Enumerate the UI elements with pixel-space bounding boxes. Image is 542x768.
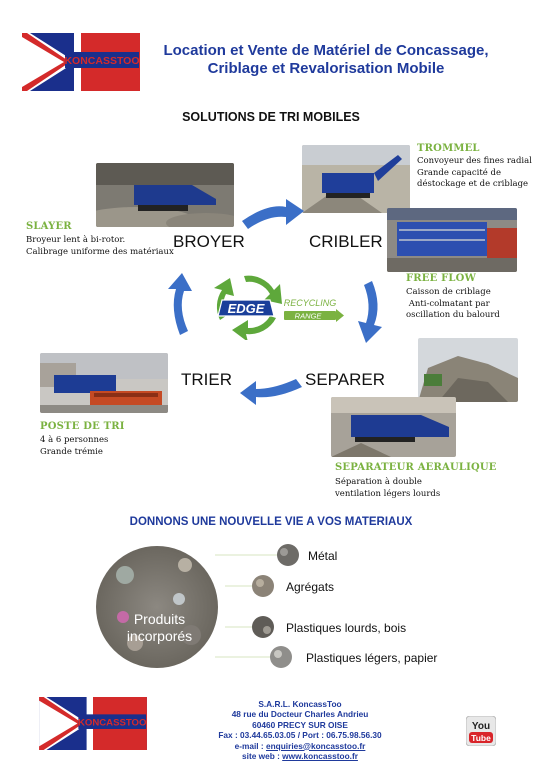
footer-city: 60460 PRECY SUR OISE [252, 719, 348, 730]
footer-email-label: e-mail : [234, 740, 266, 751]
footer-email-link[interactable]: enquiries@koncasstoo.fr [265, 740, 366, 751]
trommel-line1: Convoyeur des fines radial [417, 156, 532, 166]
poste-de-tri-caption: POSTE DE TRI 4 à 6 personnes Grande trém… [40, 421, 125, 458]
materials-center-line2: incorporés [126, 628, 193, 644]
materials-circle [96, 546, 218, 668]
edge-logo-sub2: RANGE [295, 312, 323, 321]
stage-trier: TRIER [181, 370, 232, 389]
page-subtitle: SOLUTIONS DE TRI MOBILES [182, 110, 360, 124]
footer-company: S.A.R.L. KoncassToo [258, 699, 342, 709]
header-title-line1: Location et Vente de Matériel de Concass… [163, 42, 489, 59]
footer-web-row: site web : www.koncasstoo.fr [180, 751, 420, 761]
edge-logo-sub1: RECYCLING [284, 298, 337, 308]
edge-logo-main: EDGE [228, 301, 265, 316]
stage-cribler: CRIBLER [309, 232, 383, 251]
metal-swatch [277, 544, 299, 566]
footer-web-label: site web : [242, 751, 283, 762]
slayer-title: SLAYER [26, 221, 72, 232]
separateur-title: SEPARATEUR AERAULIQUE [335, 462, 497, 473]
separateur-photo-top [418, 338, 518, 402]
free-flow-line3: oscillation du balourd [406, 310, 500, 320]
trommel-photo [302, 145, 410, 213]
footer-logo: KONCASSTOO [38, 697, 148, 750]
materials-center-label: Produits incorporés [102, 611, 217, 645]
free-flow-title: FREE FLOW [406, 273, 477, 284]
youtube-you: You [472, 721, 490, 732]
separateur-line1: Séparation à double [335, 477, 422, 487]
stage-separer: SEPARER [305, 370, 385, 389]
arrow-broyer-to-cribler [242, 199, 304, 229]
slayer-caption: SLAYER Broyeur lent à bi-rotor. Calibrag… [26, 221, 174, 258]
free-flow-line2: Anti-colmatant par [406, 298, 490, 309]
trommel-title: TROMMEL [417, 143, 480, 154]
poste-de-tri-line2: Grande trémie [40, 446, 103, 457]
trommel-line2: Grande capacité de [417, 167, 502, 178]
footer-web-link[interactable]: www.koncasstoo.fr [282, 751, 358, 762]
stage-broyer: BROYER [173, 232, 245, 251]
materials-graphic [96, 544, 299, 668]
trommel-line3: déstockage et de criblage [417, 179, 529, 189]
materials-heading: DONNONS UNE NOUVELLE VIE A VOS MATERIAUX [129, 516, 413, 528]
material-agregats: Agrégats [286, 580, 335, 594]
arrow-cribler-to-separer [358, 281, 382, 343]
slayer-photo [96, 163, 234, 227]
slayer-line2: Calibrage uniforme des matériaux [26, 246, 174, 257]
poste-de-tri-title: POSTE DE TRI [40, 421, 125, 432]
header-title: Location et Vente de Matériel de Concass… [146, 42, 506, 78]
header-title-line2: Criblage et Revalorisation Mobile [207, 60, 445, 77]
youtube-tube: Tube [471, 733, 491, 743]
footer-contact: S.A.R.L. KoncassToo 48 rue du Docteur Ch… [180, 699, 420, 761]
footer-logo-text: KONCASSTOO [78, 717, 147, 728]
material-plastiques-legers: Plastiques légers, papier [306, 651, 438, 665]
arrow-separer-to-trier [240, 379, 302, 405]
slayer-line1: Broyeur lent à bi-rotor. [26, 235, 126, 245]
brand-logo-text: KONCASSTOO [64, 55, 139, 67]
brand-logo: KONCASSTOO [22, 33, 140, 91]
free-flow-caption: FREE FLOW Caisson de criblage Anti-colma… [406, 273, 500, 322]
free-flow-line1: Caisson de criblage [406, 287, 491, 297]
material-metal: Métal [308, 549, 338, 563]
materials-center-line1: Produits [133, 611, 186, 627]
footer-phones: Fax : 03.44.65.03.05 / Port : 06.75.98.5… [218, 730, 382, 741]
free-flow-photo [387, 208, 517, 272]
trommel-caption: TROMMEL Convoyeur des fines radial Grand… [417, 143, 532, 191]
poste-de-tri-photo [40, 353, 168, 413]
youtube-icon[interactable]: You Tube [465, 715, 497, 747]
poste-de-tri-line1: 4 à 6 personnes [40, 435, 109, 445]
plastiques-legers-swatch [270, 646, 292, 668]
material-plastiques-lourds: Plastiques lourds, bois [286, 621, 407, 635]
separateur-line2: ventilation légers lourds [335, 488, 441, 499]
separateur-photo-bottom [331, 397, 456, 457]
plastiques-lourds-swatch [252, 616, 274, 638]
agregats-swatch [252, 575, 274, 597]
footer-address: 48 rue du Docteur Charles Andrieu [231, 709, 369, 720]
cycle-arrows [168, 199, 382, 405]
arrow-trier-to-broyer [168, 273, 192, 335]
edge-recycling-logo: EDGE RECYCLING RANGE [214, 275, 344, 340]
footer-email-row: e-mail : enquiries@koncasstoo.fr [180, 741, 420, 751]
separateur-caption: SEPARATEUR AERAULIQUE Séparation à doubl… [335, 462, 497, 500]
